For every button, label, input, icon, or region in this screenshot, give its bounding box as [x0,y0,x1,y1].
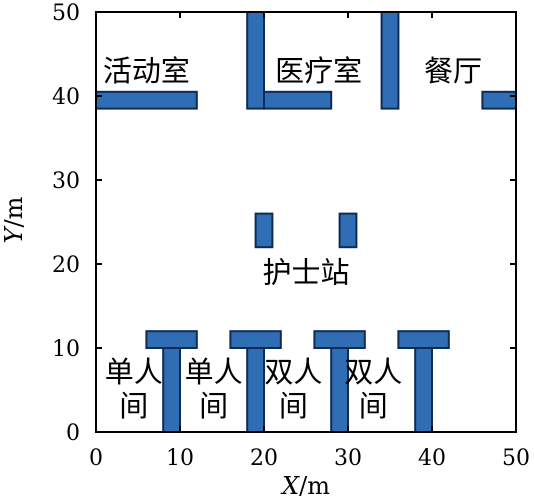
ward-label-double-1-line2: 间 [279,389,308,423]
x-tick-label: 50 [502,446,530,471]
ward-label-single-2-line1: 单人 [185,355,243,389]
ward-label-single-2-line2: 间 [199,389,228,423]
ward-cap-3 [313,330,366,350]
ward-cap-2 [229,330,282,350]
room-label-activity: 活动室 [103,54,190,88]
wall-top-v1 [246,11,265,110]
x-tick-label: 30 [334,446,362,471]
y-tick-label: 50 [52,1,80,26]
wall-top-v2 [380,11,400,110]
ward-label-double-2-line1: 双人 [344,355,402,389]
room-label-dining: 餐厅 [424,54,482,88]
ward-label-single-1-line2: 间 [119,389,148,423]
axis-ticks [95,11,517,433]
x-tick-label: 20 [250,446,278,471]
ward-stem-4 [414,347,434,433]
wall-nurse-right [338,212,358,249]
ward-stem-2 [246,347,265,433]
x-tick-label: 0 [89,446,103,471]
y-tick-label: 0 [66,421,80,446]
wall-top-right-h [481,90,517,110]
x-tick-label: 10 [166,446,194,471]
plot-frame [95,11,517,433]
axis-tick-labels: 0 10 20 30 40 50 0 10 20 30 40 50 [52,1,530,471]
y-tick-label: 20 [52,253,80,278]
y-tick-label: 10 [52,337,80,362]
wall-top-mid-h [263,90,333,110]
ward-cap-1 [145,330,198,350]
y-axis-label: Y/m [0,196,28,243]
room-label-nurse-station: 护士站 [262,255,349,289]
ward-label-double-2-line2: 间 [359,389,388,423]
x-tick-label: 40 [418,446,446,471]
y-tick-label: 30 [52,169,80,194]
room-label-medical: 医疗室 [275,54,362,88]
y-tick-label: 40 [52,85,80,110]
ward-cap-4 [397,330,450,350]
wall-nurse-left [254,212,274,249]
ward-label-double-1-line1: 双人 [264,355,322,389]
ward-label-single-1-line1: 单人 [105,355,163,389]
wall-top-left-h [95,90,198,110]
x-axis-label: X/m [280,472,330,500]
ward-stem-1 [162,347,181,433]
